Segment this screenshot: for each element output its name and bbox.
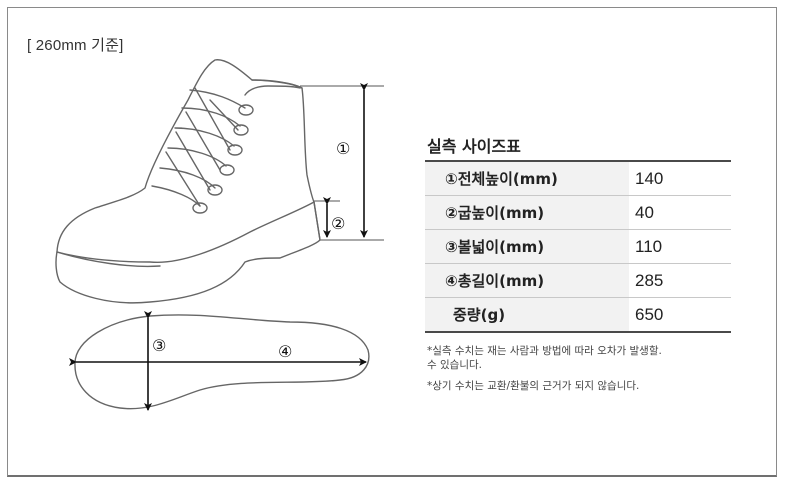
boot-upper-outline bbox=[56, 59, 315, 264]
size-table-title: 실측 사이즈표 bbox=[427, 137, 521, 156]
row-label: 중량(g) bbox=[425, 297, 629, 333]
measurement-notes: *실측 수치는 재는 사람과 방법에 따라 오차가 발생할. 수 있습니다. *… bbox=[427, 344, 662, 400]
size-table: ①전체높이(mm) 140 ②굽높이(mm) 40 ③볼넓이(mm) 110 ④… bbox=[425, 160, 731, 333]
row-label: ①전체높이(mm) bbox=[425, 160, 629, 196]
row-value: 140 bbox=[629, 160, 731, 196]
table-row: ②굽높이(mm) 40 bbox=[425, 195, 731, 230]
reference-size-label: [ 260mm 기준] bbox=[27, 37, 124, 54]
table-row: ①전체높이(mm) 140 bbox=[425, 160, 731, 196]
row-value: 285 bbox=[629, 263, 731, 298]
marker-heel-height: ② bbox=[331, 214, 345, 233]
row-value: 110 bbox=[629, 229, 731, 264]
table-row: ④총길이(mm) 285 bbox=[425, 263, 731, 298]
marker-total-length: ④ bbox=[278, 342, 292, 361]
boot-diagram: ① ② ③ ④ bbox=[55, 59, 384, 411]
table-row: ③볼넓이(mm) 110 bbox=[425, 229, 731, 264]
row-label: ②굽높이(mm) bbox=[425, 195, 629, 230]
note-measurement-error: *실측 수치는 재는 사람과 방법에 따라 오차가 발생할. 수 있습니다. bbox=[427, 345, 662, 371]
row-label: ④총길이(mm) bbox=[425, 263, 629, 298]
row-value: 650 bbox=[629, 297, 731, 333]
boot-sole-outline bbox=[55, 201, 321, 304]
table-row: 중량(g) 650 bbox=[425, 297, 731, 333]
row-value: 40 bbox=[629, 195, 731, 230]
marker-total-height: ① bbox=[336, 139, 350, 158]
row-label: ③볼넓이(mm) bbox=[425, 229, 629, 264]
marker-ball-width: ③ bbox=[152, 336, 166, 355]
note-no-refund-basis: *상기 수치는 교환/환불의 근거가 되지 않습니다. bbox=[427, 380, 640, 392]
